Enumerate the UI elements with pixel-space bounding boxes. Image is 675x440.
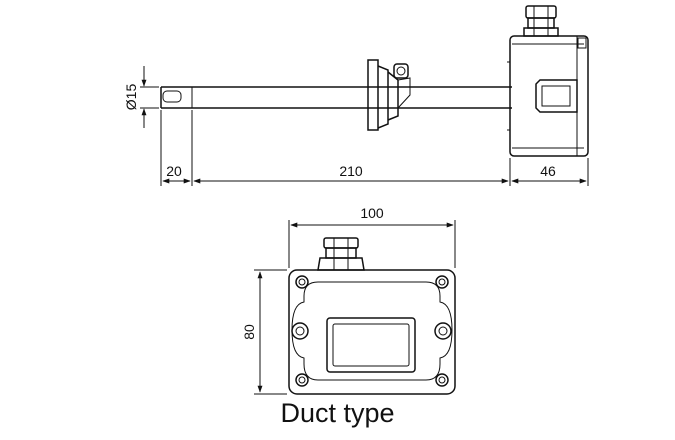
dim-housing-depth: 46 <box>540 163 556 179</box>
corner-screw <box>435 373 449 387</box>
mounting-hole <box>434 322 452 340</box>
caption: Duct type <box>280 398 395 428</box>
housing-front <box>288 269 456 395</box>
dim-probe-length: 210 <box>339 163 363 179</box>
display-window <box>326 317 416 373</box>
side-view: 20 210 46 Ø15 <box>123 5 589 186</box>
corner-screw <box>435 275 449 289</box>
side-dimensions: 20 210 46 Ø15 <box>123 66 589 186</box>
mounting-hole <box>291 322 309 340</box>
mounting-flange <box>367 59 411 131</box>
dim-width: 100 <box>360 205 384 221</box>
dim-diameter: Ø15 <box>123 84 139 111</box>
dim-height: 80 <box>241 324 257 340</box>
corner-screw <box>295 275 309 289</box>
cable-gland-side <box>523 5 559 37</box>
front-view: 100 80 <box>241 205 456 395</box>
front-dimensions: 100 80 <box>241 205 456 395</box>
corner-screw <box>295 373 309 387</box>
dim-probe-tip: 20 <box>166 163 182 179</box>
probe-tube <box>160 86 512 109</box>
cable-gland-front <box>317 237 365 271</box>
housing-side <box>507 35 589 157</box>
